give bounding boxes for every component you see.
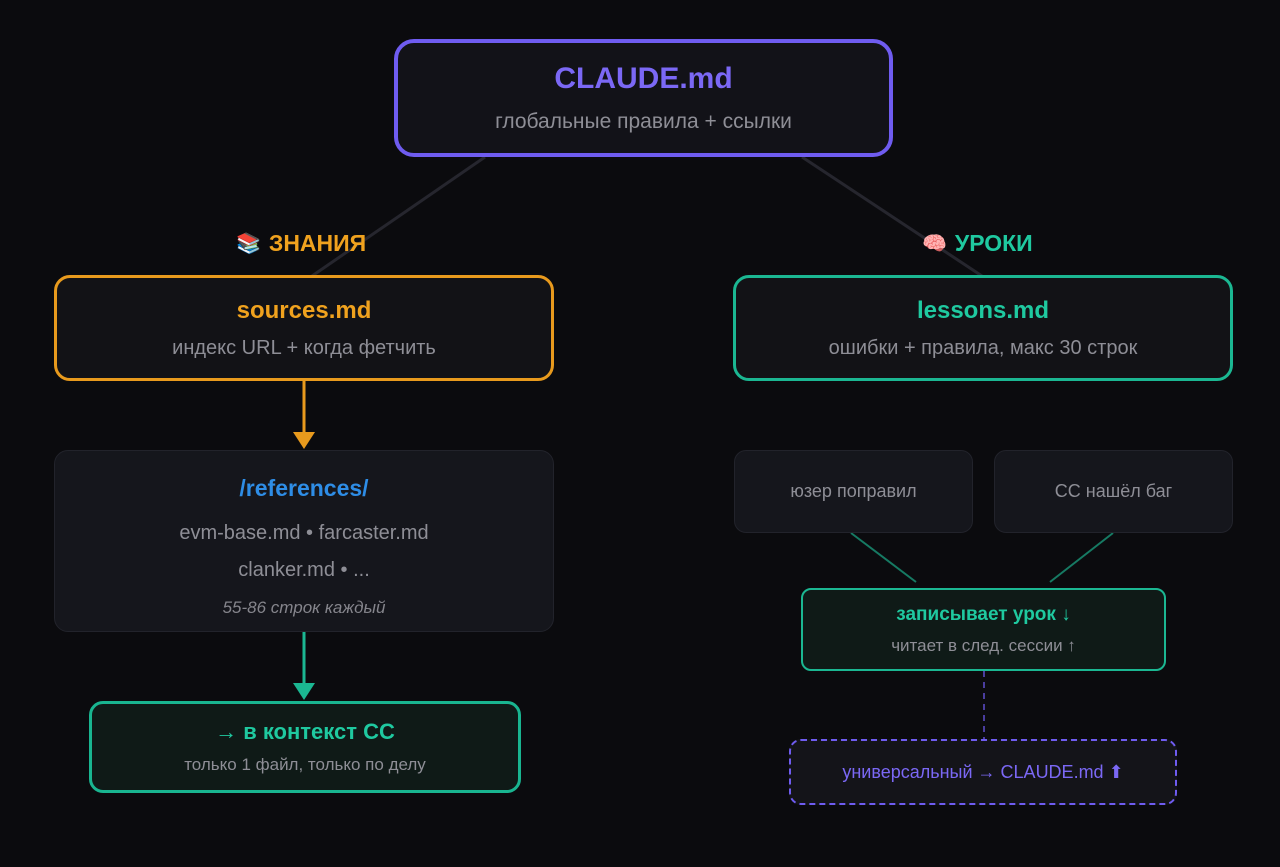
lessons-md-title: lessons.md <box>916 296 1050 324</box>
section-lessons: 🧠 УРОКИ <box>922 230 1033 257</box>
sources-md-subtitle: индекс URL + когда фетчить <box>172 336 436 359</box>
references-title: /references/ <box>239 475 369 501</box>
connector-root-lessons <box>801 155 983 278</box>
trigger-cc-bug-label: CC нашёл баг <box>1054 481 1173 501</box>
references-files-line-2: clanker.md • ... <box>238 559 370 581</box>
lessons-md-subtitle: ошибки + правила, макс 30 строк <box>828 336 1138 359</box>
section-lessons-label: УРОКИ <box>954 230 1033 256</box>
books-icon: 📚 <box>236 233 261 255</box>
universal-label: универсальный → CLAUDE.md ⬆ <box>842 761 1124 782</box>
connector-root-knowledge <box>311 155 486 278</box>
references-files-line-1: evm-base.md • farcaster.md <box>179 522 429 544</box>
references-note: 55-86 строк каждый <box>222 598 386 617</box>
arrowhead-sources-references <box>293 432 315 449</box>
arrowhead-references-context <box>293 683 315 700</box>
universal-node: универсальный → CLAUDE.md ⬆ <box>789 739 1177 805</box>
trigger-user-fix: юзер поправил <box>734 450 973 533</box>
section-knowledge: 📚 ЗНАНИЯ <box>236 230 366 257</box>
write-lesson-subtitle: читает в след. сессии ↑ <box>891 635 1076 655</box>
lessons-md-node: lessons.md ошибки + правила, макс 30 стр… <box>733 275 1233 381</box>
context-subtitle: только 1 файл, только по делу <box>184 755 426 774</box>
write-lesson-node: записывает урок ↓ читает в след. сессии … <box>801 588 1166 671</box>
context-title: → в контекст CC <box>215 719 395 744</box>
context-node: → в контекст CC только 1 файл, только по… <box>89 701 521 793</box>
trigger-cc-bug: CC нашёл баг <box>994 450 1233 533</box>
claude-md-subtitle: глобальные правила + ссылки <box>495 110 792 133</box>
write-lesson-title: записывает урок ↓ <box>896 603 1071 625</box>
trigger-user-fix-label: юзер поправил <box>790 481 917 501</box>
connector-user-fix-write <box>850 532 917 583</box>
brain-icon: 🧠 <box>922 233 947 255</box>
sources-md-title: sources.md <box>236 296 372 324</box>
sources-md-node: sources.md индекс URL + когда фетчить <box>54 275 554 381</box>
claude-md-title: CLAUDE.md <box>554 62 733 95</box>
claude-md-node: CLAUDE.md глобальные правила + ссылки <box>394 39 893 157</box>
section-knowledge-label: ЗНАНИЯ <box>268 230 367 256</box>
connector-cc-bug-write <box>1049 532 1114 583</box>
references-node: /references/ evm-base.md • farcaster.md … <box>54 450 554 632</box>
